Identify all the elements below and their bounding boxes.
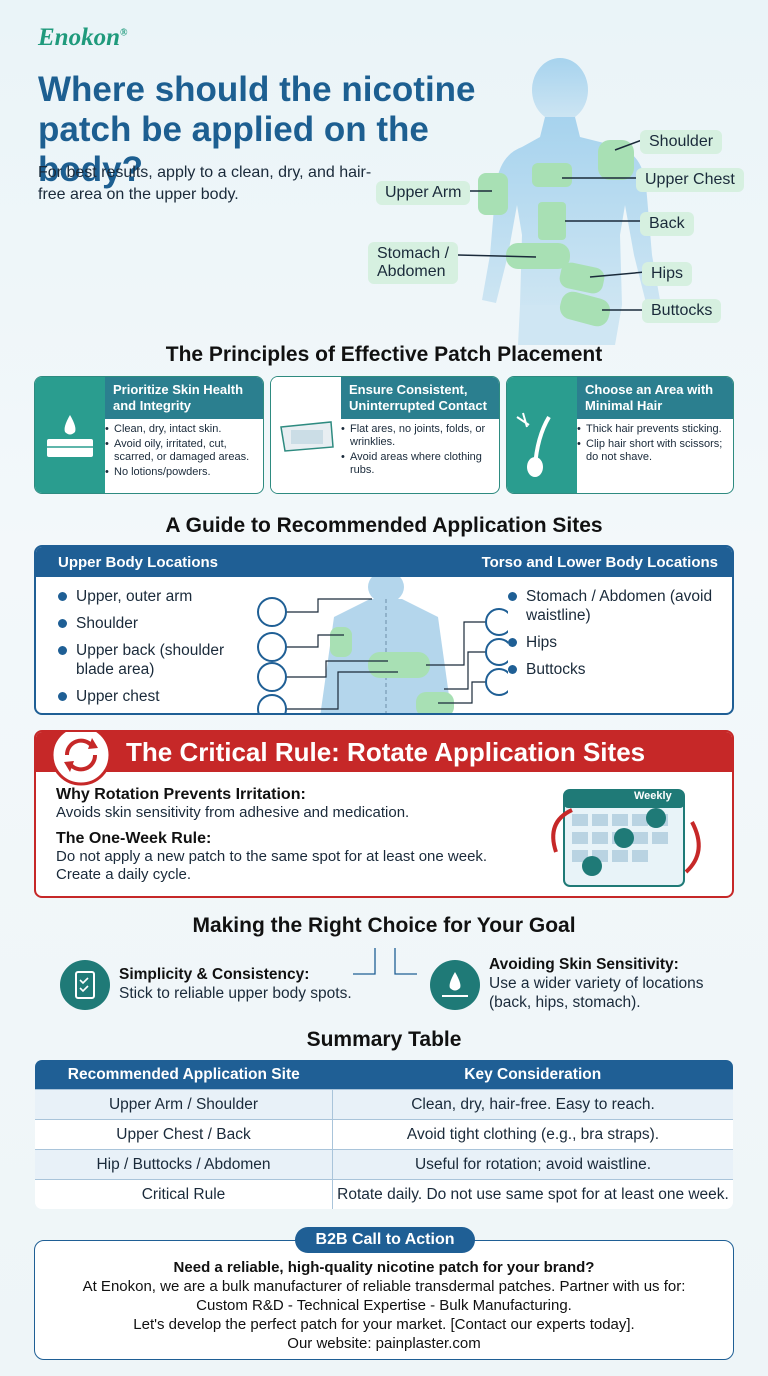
patch-hips (559, 262, 605, 294)
cta-website[interactable]: Our website: painplaster.com (287, 1335, 481, 1352)
table-row: Upper Arm / Shoulder Clean, dry, hair-fr… (35, 1089, 733, 1120)
list-item: Buttocks (508, 660, 728, 679)
goal-arrows (353, 948, 417, 975)
principle-card-title: Ensure Consistent, Uninterrupted Contact (341, 377, 499, 419)
one-week-text: Do not apply a new patch to the same spo… (56, 848, 488, 883)
critical-rule-panel: The Critical Rule: Rotate Application Si… (34, 730, 734, 898)
why-rotation-title: Why Rotation Prevents Irritation: (56, 786, 306, 803)
rotate-icon (50, 732, 112, 786)
cta-line: At Enokon, we are a bulk manufacturer of… (82, 1278, 686, 1295)
list-item: Stomach / Abdomen (avoid waistline) (508, 587, 728, 625)
label-stomach: Stomach /Abdomen (368, 242, 459, 284)
guide-title: A Guide to Recommended Application Sites (165, 514, 603, 537)
principle-point: Flat ares, no joints, folds, or wrinklie… (341, 423, 495, 449)
summary-table: Recommended Application Site Key Conside… (34, 1059, 734, 1210)
principle-point: Clip hair short with scissors; do not sh… (577, 438, 729, 464)
label-hips: Hips (642, 262, 693, 286)
table-header: Key Consideration (332, 1060, 733, 1090)
cta-badge: B2B Call to Action (295, 1227, 475, 1253)
why-rotation-text: Avoids skin sensitivity from adhesive an… (56, 804, 410, 821)
patch-upper-chest (532, 163, 572, 187)
table-row: Upper Chest / Back Avoid tight clothing … (35, 1119, 733, 1150)
brand-logo: Enokon® (38, 24, 128, 51)
principle-point: Clean, dry, intact skin. (105, 423, 259, 436)
principle-card-hair: Choose an Area with Minimal Hair Thick h… (506, 376, 734, 494)
patch-upper-arm (478, 173, 508, 215)
page-subtitle: For best results, apply to a clean, dry,… (38, 164, 372, 203)
list-item: Upper chest (58, 687, 258, 706)
critical-rule-title: The Critical Rule: Rotate Application Si… (36, 732, 732, 772)
cta-panel: Need a reliable, high-quality nicotine p… (34, 1240, 734, 1360)
principle-card-skin: Prioritize Skin Health and Integrity Cle… (34, 376, 264, 494)
principle-point: Avoid oily, irritated, cut, scarred, or … (105, 438, 259, 464)
principle-card-title: Prioritize Skin Health and Integrity (105, 377, 263, 419)
list-item: Hips (508, 633, 728, 652)
principle-point: Avoid areas where clothing rubs. (341, 451, 495, 477)
patch-icon (277, 377, 341, 493)
cta-contact-link[interactable]: Let's develop the perfect patch for your… (133, 1316, 635, 1333)
upper-body-heading: Upper Body Locations (58, 554, 219, 571)
skin-drop-icon (47, 415, 93, 457)
hair-follicle-icon (516, 412, 551, 477)
cta-headline: Need a reliable, high-quality nicotine p… (173, 1259, 595, 1276)
patch-buttocks (559, 291, 611, 327)
patch-shoulder (598, 140, 634, 180)
label-upper-arm: Upper Arm (376, 181, 471, 205)
upper-body-list: Upper, outer arm Shoulder Upper back (sh… (58, 587, 258, 713)
skin-drop-icon (430, 960, 480, 1010)
body-silhouette (457, 58, 660, 345)
guide-panel: Upper Body Locations Torso and Lower Bod… (34, 545, 734, 715)
principle-point: Thick hair prevents sticking. (577, 423, 729, 436)
label-upper-chest: Upper Chest (636, 168, 744, 192)
lower-body-list: Stomach / Abdomen (avoid waistline) Hips… (508, 587, 728, 687)
goal-sensitivity: Avoiding Skin Sensitivity: Use a wider v… (489, 956, 704, 1011)
back-body-diagram (257, 577, 508, 713)
principle-card-title: Choose an Area with Minimal Hair (577, 377, 733, 419)
table-row: Hip / Buttocks / Abdomen Useful for rota… (35, 1149, 733, 1180)
lower-body-heading: Torso and Lower Body Locations (481, 554, 718, 571)
summary-title: Summary Table (306, 1028, 462, 1051)
principle-card-contact: Ensure Consistent, Uninterrupted Contact… (270, 376, 500, 494)
goal-title: Making the Right Choice for Your Goal (192, 914, 576, 937)
label-shoulder: Shoulder (640, 130, 723, 154)
one-week-title: The One-Week Rule: (56, 830, 212, 847)
label-buttocks: Buttocks (642, 299, 722, 323)
patch-back (538, 202, 566, 240)
calendar-label: Weekly (634, 790, 672, 802)
goal-simplicity: Simplicity & Consistency: Stick to relia… (119, 966, 352, 1002)
list-item: Shoulder (58, 614, 258, 633)
label-back: Back (640, 212, 694, 236)
table-header: Recommended Application Site (35, 1060, 333, 1090)
principle-point: No lotions/powders. (105, 466, 259, 479)
calendar-icon (551, 789, 701, 887)
page-title: Where should the nicotine patch be appli… (38, 70, 476, 189)
list-item: Upper, outer arm (58, 587, 258, 606)
clipboard-icon (60, 960, 110, 1010)
list-item: Upper back (shoulder blade area) (58, 641, 258, 679)
principles-title: The Principles of Effective Patch Placem… (165, 343, 603, 366)
cta-line: Custom R&D - Technical Expertise - Bulk … (196, 1297, 572, 1314)
table-row: Critical Rule Rotate daily. Do not use s… (35, 1179, 733, 1209)
patch-stomach (506, 243, 570, 269)
